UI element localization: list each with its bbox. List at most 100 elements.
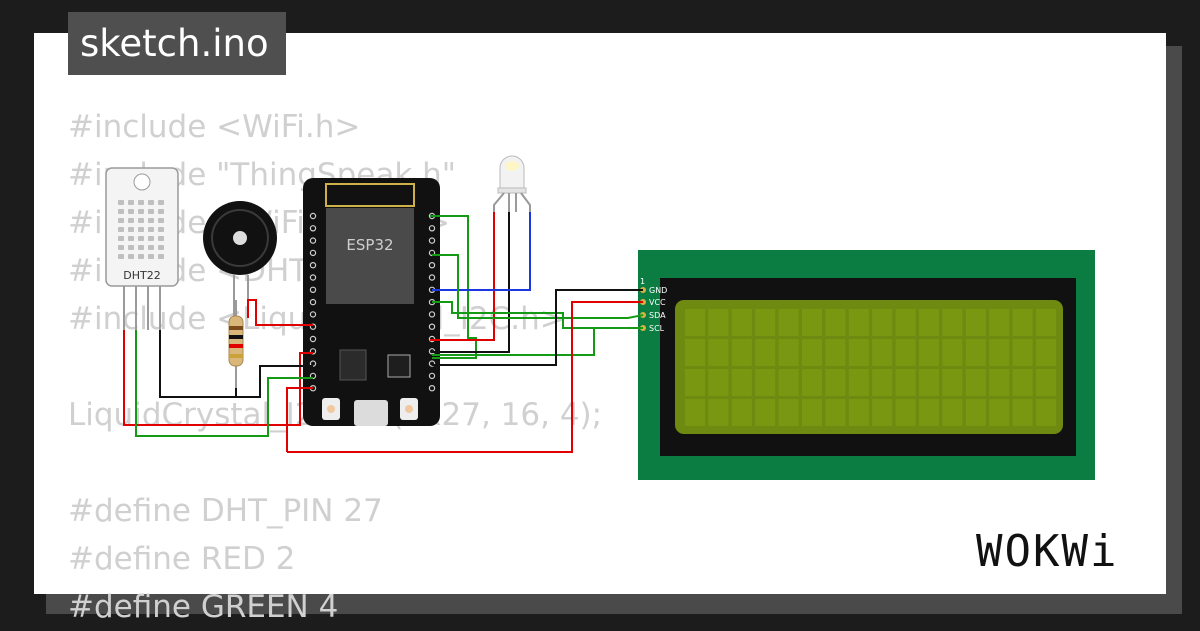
wire-led-green [430,215,477,359]
dht22-vent [158,236,164,241]
dht22-label: DHT22 [123,269,160,282]
lcd-char-cell [708,369,729,396]
dht22-vent [148,245,154,250]
code-line: LiquidCrystal_I2C lcd(0x27, 16, 4); [68,397,603,433]
dht22-vent [128,236,134,241]
dht22-vent [148,227,154,232]
lcd-char-cell [965,309,986,336]
lcd-char-cell [895,399,916,426]
lcd-char-cell [708,309,729,336]
wire-dht-gnd [159,330,313,398]
lcd-char-cell [802,339,822,366]
sketch-title: sketch.ino [68,12,286,75]
lcd-char-cell [802,309,822,336]
esp32-pin [428,323,436,330]
lcd-char-cell [825,339,846,366]
lcd-char-cell [965,339,986,366]
rgb-led[interactable] [493,155,531,212]
lcd-char-cell [708,399,729,426]
wire-buzzer [247,299,313,326]
esp32-pin [428,237,436,244]
lcd-module[interactable]: 1 GND VCC SDA SCL [638,250,1095,480]
buzzer-hole [233,231,247,245]
resistor[interactable] [228,300,244,388]
lcd-char-cell [848,369,869,396]
dht22-vent [158,209,164,214]
dht22-vent [138,236,144,241]
lcd-char-cell [731,309,752,336]
lcd-char-cell [942,369,963,396]
dht22-vent [128,245,134,250]
esp32-pin [309,237,317,244]
wires [123,212,644,453]
usb-port [354,400,388,426]
dht22-vent [148,254,154,259]
code-line: #define GREEN 4 [68,589,339,625]
lcd-char-cell [1012,339,1033,366]
wire-led-red [430,212,495,341]
lcd-char-cell [919,339,939,366]
lcd-pin-label: VCC [649,298,666,307]
wire-scl-b [432,328,595,356]
esp32-pin [309,311,317,318]
lcd-char-cell [965,369,986,396]
lcd-char-cell [989,309,1010,336]
lcd-char-cell [942,309,963,336]
esp32-label: ESP32 [346,236,393,254]
lcd-char-cell [872,309,893,336]
lcd-char-cell [1036,309,1056,336]
lcd-char-cell [942,339,963,366]
lcd-char-cell [848,339,869,366]
lcd-char-cell [1036,399,1056,426]
esp32-pin [428,262,436,269]
esp32-pin [309,262,317,269]
dht22-vent [138,245,144,250]
dht22-vent [138,200,144,205]
buzzer[interactable] [203,201,277,318]
lcd-char-cell [989,369,1010,396]
dht22-vent [158,254,164,259]
lcd-cell-grid [685,309,1056,426]
lcd-char-cell [965,399,986,426]
dht22-vent [118,245,124,250]
dht22-vent [158,218,164,223]
lcd-char-cell [755,369,776,396]
esp32-antenna [325,183,415,207]
dht22-vent [118,236,124,241]
esp32-pin [309,212,317,220]
esp32-pin [428,225,436,232]
dht22-vent [128,209,134,214]
wire-dht-data [135,330,313,437]
esp32-pin [309,225,317,232]
resistor-body [228,315,244,367]
esp32-pin [428,372,436,380]
lcd-char-cell [1036,369,1056,396]
wokwi-logo-text: WOKWi [976,526,1118,577]
lcd-char-cell [778,339,799,366]
lcd-char-cell [1036,339,1056,366]
esp32-pin [309,335,317,343]
esp32-pin [428,385,436,392]
wire-led-gnd [432,212,510,353]
esp32-usb-chip [387,354,411,378]
lcd-char-cell [755,339,776,366]
esp32-pin [428,311,436,318]
dht22-vent [118,209,124,214]
lcd-pin-label: GND [649,286,667,295]
code-line: #define DHT_PIN 27 [68,493,383,529]
dht22-vent [128,254,134,259]
wire-dht-vcc [123,330,313,426]
dht22-mount-hole [133,173,151,191]
dht22-vent [128,227,134,232]
dht22-vent [138,227,144,232]
dht22-vent [138,218,144,223]
lcd-pin-label: SCL [649,324,665,333]
dht22-vent [118,200,124,205]
dht22-vent [148,209,154,214]
esp32-board[interactable]: ESP32 [303,178,440,426]
dht22-sensor[interactable]: DHT22 [105,167,179,330]
lcd-char-cell [919,309,939,336]
lcd-char-cell [1012,369,1033,396]
dht22-vent [128,200,134,205]
